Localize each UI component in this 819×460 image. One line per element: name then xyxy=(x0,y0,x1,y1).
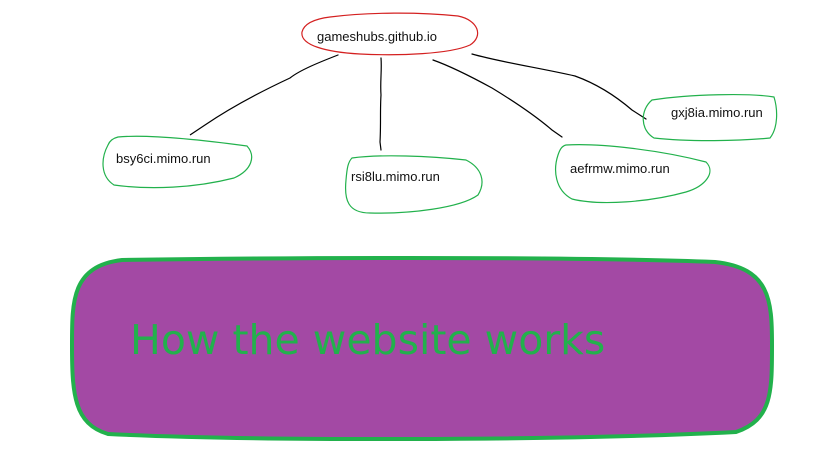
child-node-bsy6ci: bsy6ci.mimo.run xyxy=(102,135,253,189)
child-node-gxj8ia: gxj8ia.mimo.run xyxy=(642,94,778,142)
child-node-label: aefrmw.mimo.run xyxy=(570,161,670,176)
child-node-outline xyxy=(344,155,483,214)
banner: How the website works xyxy=(69,256,775,442)
connector-root-to-aefrmw xyxy=(432,59,563,138)
connector-root-to-gxj8ia xyxy=(471,53,647,120)
child-node-label: bsy6ci.mimo.run xyxy=(116,151,211,166)
root-node: gameshubs.github.io xyxy=(301,12,479,56)
connector-root-to-rsi8lu xyxy=(379,57,382,151)
banner-shape xyxy=(69,256,775,442)
connectors xyxy=(189,53,647,151)
child-node-rsi8lu: rsi8lu.mimo.run xyxy=(344,155,483,214)
child-node-aefrmw: aefrmw.mimo.run xyxy=(555,144,711,204)
child-node-label: gxj8ia.mimo.run xyxy=(671,105,763,120)
child-node-outline xyxy=(555,144,711,204)
root-node-outline xyxy=(301,12,479,56)
child-node-label: rsi8lu.mimo.run xyxy=(351,169,440,184)
connector-root-to-bsy6ci xyxy=(189,54,339,136)
child-node-outline xyxy=(102,135,253,189)
child-node-outline xyxy=(642,94,778,142)
banner-title: How the website works xyxy=(130,316,605,364)
root-node-label: gameshubs.github.io xyxy=(317,29,437,44)
